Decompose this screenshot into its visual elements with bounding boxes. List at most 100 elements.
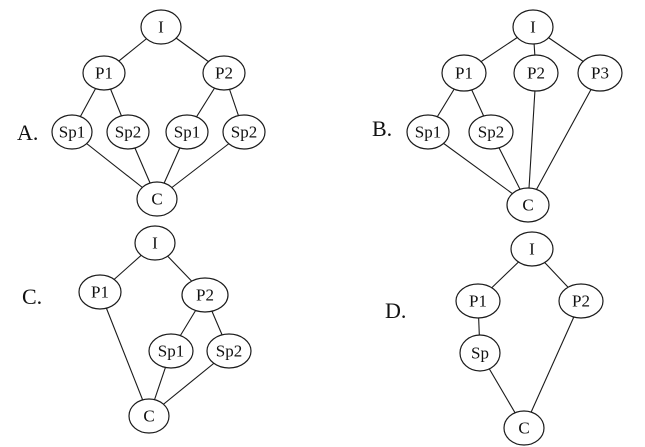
- node-sp2: Sp2: [468, 114, 514, 150]
- node-label: I: [158, 18, 164, 37]
- node-ellipse: [510, 231, 554, 267]
- node-sp2b: Sp2: [222, 114, 266, 150]
- node-label: P2: [196, 286, 214, 305]
- node-label: I: [529, 240, 535, 259]
- node-label: Sp2: [115, 123, 141, 142]
- node-sp1: Sp1: [406, 114, 450, 150]
- node-label: C: [522, 196, 533, 215]
- node-ellipse: [455, 283, 501, 319]
- node-sp2: Sp2: [206, 333, 252, 369]
- node-sp1a: Sp1: [51, 114, 93, 150]
- node-ellipse: [51, 114, 93, 150]
- node-ellipse: [136, 181, 178, 217]
- edge-p2-to-c: [523, 300, 582, 429]
- node-p2: P2: [181, 277, 229, 313]
- node-ellipse: [513, 54, 559, 92]
- node-label: P2: [572, 292, 590, 311]
- node-sp2a: Sp2: [106, 114, 150, 150]
- node-label: C: [143, 407, 154, 426]
- node-label: Sp1: [415, 123, 441, 142]
- node-label: P1: [95, 64, 113, 83]
- panel-b-label: B.: [372, 116, 392, 141]
- edge-p2-to-c: [527, 72, 537, 206]
- edge-p3-to-c: [527, 72, 601, 206]
- node-ellipse: [134, 225, 176, 261]
- panel-d-edges: [477, 248, 582, 429]
- node-label: Sp2: [231, 123, 257, 142]
- node-ellipse: [206, 333, 252, 369]
- panel-c-edges: [99, 242, 230, 417]
- node-label: Sp2: [216, 342, 242, 361]
- node-c: C: [136, 181, 178, 217]
- node-ellipse: [148, 333, 194, 369]
- node-ellipse: [82, 55, 126, 91]
- node-i: I: [134, 225, 176, 261]
- node-label: P1: [469, 292, 487, 311]
- node-c: C: [506, 187, 550, 223]
- node-label: I: [530, 18, 536, 37]
- node-i: I: [140, 9, 182, 45]
- node-ellipse: [459, 334, 501, 372]
- node-ellipse: [441, 54, 487, 92]
- node-ellipse: [558, 283, 604, 319]
- edge-sp1-to-c: [427, 131, 529, 206]
- node-ellipse: [128, 398, 170, 434]
- panel-a-edges: [71, 26, 245, 200]
- node-sp1b: Sp1: [165, 114, 209, 150]
- node-ellipse: [181, 277, 229, 313]
- panel-b-edges: [427, 26, 601, 206]
- node-label: P2: [527, 64, 545, 83]
- node-c: C: [503, 410, 545, 446]
- node-label: Sp: [471, 344, 489, 363]
- node-ellipse: [468, 114, 514, 150]
- node-label: Sp1: [158, 342, 184, 361]
- node-sp: Sp: [459, 334, 501, 372]
- node-label: C: [151, 190, 162, 209]
- node-p1: P1: [82, 55, 126, 91]
- node-p2: P2: [202, 55, 246, 91]
- node-ellipse: [577, 54, 623, 92]
- node-label: P1: [455, 64, 473, 83]
- node-c: C: [128, 398, 170, 434]
- node-label: Sp1: [59, 123, 85, 142]
- node-label: P1: [91, 283, 109, 302]
- node-p2: P2: [558, 283, 604, 319]
- node-ellipse: [165, 114, 209, 150]
- panel-c-label: C.: [22, 284, 42, 309]
- node-ellipse: [140, 9, 182, 45]
- panel-a-label: A.: [17, 120, 38, 145]
- node-label: Sp2: [478, 123, 504, 142]
- node-label: P3: [591, 64, 609, 83]
- node-ellipse: [406, 114, 450, 150]
- node-i: I: [512, 9, 554, 45]
- node-ellipse: [503, 410, 545, 446]
- node-p1: P1: [441, 54, 487, 92]
- node-label: P2: [215, 64, 233, 83]
- node-p2: P2: [513, 54, 559, 92]
- node-i: I: [510, 231, 554, 267]
- panel-d-label: D.: [385, 298, 406, 323]
- node-p1: P1: [455, 283, 501, 319]
- node-sp1: Sp1: [148, 333, 194, 369]
- node-label: I: [152, 234, 158, 253]
- node-p1: P1: [78, 274, 122, 310]
- node-p3: P3: [577, 54, 623, 92]
- node-ellipse: [506, 187, 550, 223]
- node-label: Sp1: [174, 123, 200, 142]
- node-ellipse: [222, 114, 266, 150]
- node-label: C: [518, 419, 529, 438]
- node-ellipse: [78, 274, 122, 310]
- node-ellipse: [512, 9, 554, 45]
- node-ellipse: [106, 114, 150, 150]
- edge-p1-to-c: [99, 291, 150, 417]
- node-ellipse: [202, 55, 246, 91]
